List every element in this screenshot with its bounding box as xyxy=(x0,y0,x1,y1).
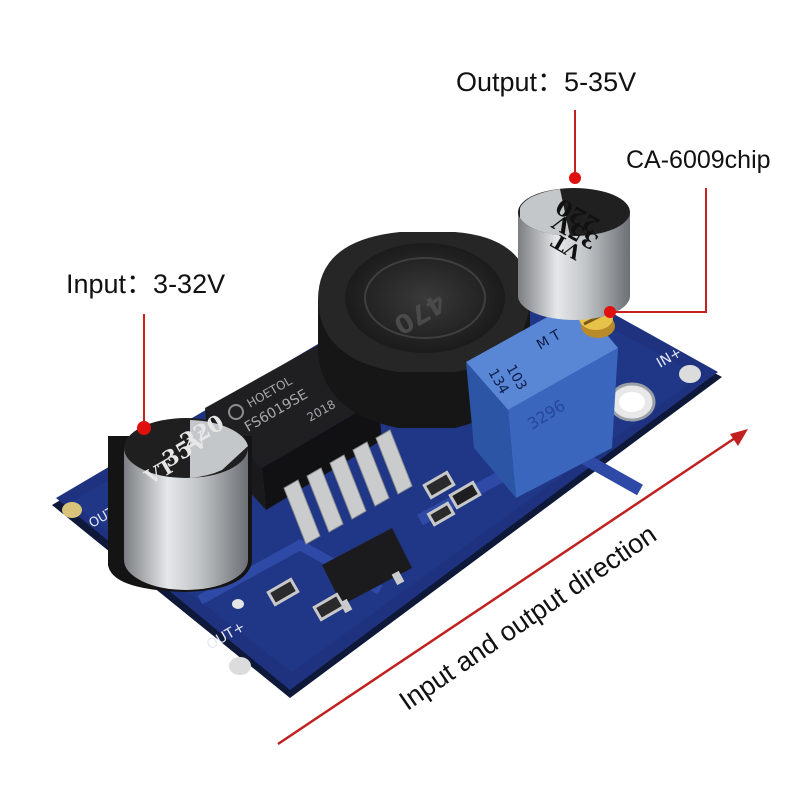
direction-arrow xyxy=(277,429,748,746)
smd-components xyxy=(266,470,482,622)
callout-input xyxy=(137,314,151,435)
trimmer-potentiometer: M T 134 103 3296 xyxy=(466,300,618,498)
output-voltage-label: Output：5-35V xyxy=(456,67,637,97)
chip-label: CA-6009chip xyxy=(626,146,771,174)
input-capacitor: 220 35V VT xyxy=(108,410,252,592)
input-voltage-label: Input：3-32V xyxy=(66,269,226,299)
callout-output xyxy=(569,110,581,184)
ic-pins xyxy=(283,429,413,545)
callout-chip xyxy=(604,188,707,318)
output-capacitor: 220 35V VT xyxy=(518,188,630,320)
